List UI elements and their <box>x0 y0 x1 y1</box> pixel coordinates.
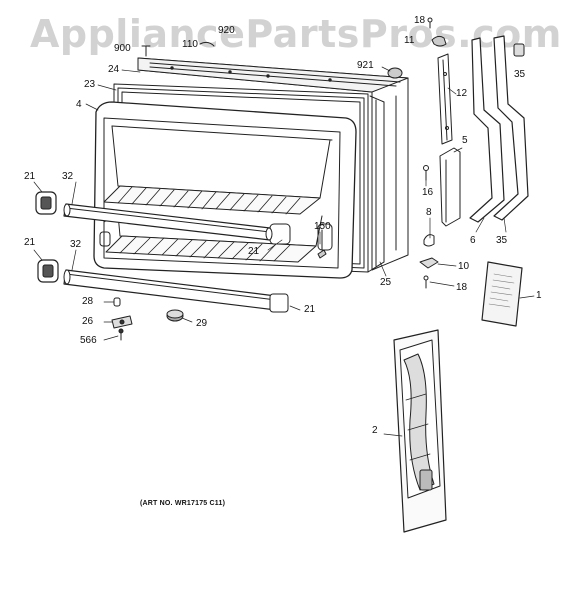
callout-1: 1 <box>536 290 542 301</box>
door-handle-35 <box>493 35 529 221</box>
callout-920: 920 <box>218 25 235 36</box>
owner-manual-1 <box>481 261 523 327</box>
door-liner <box>93 101 357 279</box>
callout-32-upper: 32 <box>62 171 74 182</box>
callout-24: 24 <box>108 64 120 75</box>
callout-32-lower: 32 <box>70 239 82 250</box>
callout-21-middle: 21 <box>248 246 260 257</box>
callout-16: 16 <box>422 187 434 198</box>
callout-29: 29 <box>196 318 208 329</box>
spacer-8 <box>423 234 435 247</box>
callout-21-lower-left: 21 <box>24 237 36 248</box>
handle-trim-assembly-2 <box>393 329 447 533</box>
hinge-clip-11 <box>427 17 447 47</box>
callout-6: 6 <box>470 235 476 246</box>
callout-23: 23 <box>84 79 96 90</box>
door-shelf-bar-upper <box>63 203 273 241</box>
callout-25: 25 <box>380 277 392 288</box>
callout-900: 900 <box>114 43 131 54</box>
callout-35-top: 35 <box>514 69 526 80</box>
callout-21-bottom: 21 <box>304 304 316 315</box>
callout-2: 2 <box>372 425 378 436</box>
callout-10: 10 <box>458 261 470 272</box>
shelf-end-cap-left-lower <box>37 259 59 283</box>
callout-8: 8 <box>426 207 432 218</box>
callout-5: 5 <box>462 135 468 146</box>
callout-110: 110 <box>182 39 198 50</box>
callout-18-top: 18 <box>414 15 426 26</box>
screw-18-lower <box>423 275 429 289</box>
door-handle-6 <box>469 37 505 223</box>
callout-921: 921 <box>357 60 374 71</box>
callout-28: 28 <box>82 296 94 307</box>
screw-16 <box>423 165 429 181</box>
top-hardware <box>141 41 215 57</box>
handle-bracket-12 <box>437 53 453 145</box>
shelf-end-cap-left-upper <box>35 191 57 215</box>
callout-35-lower: 35 <box>496 235 508 246</box>
callout-12: 12 <box>456 88 468 99</box>
callout-11: 11 <box>404 35 415 46</box>
art-number-caption: (ART NO. WR17175 C11) <box>140 500 226 507</box>
door-shelf-bar-lower <box>63 269 289 313</box>
handle-end-cap-35 <box>513 43 525 57</box>
callout-21-upper-left: 21 <box>24 171 36 182</box>
callout-4: 4 <box>76 99 82 110</box>
callout-566: 566 <box>80 335 97 346</box>
handle-bracket-5 <box>439 147 461 227</box>
small-hardware-parts <box>111 229 327 341</box>
plug-921 <box>387 67 403 79</box>
clip-10 <box>419 257 439 269</box>
leader-lines <box>33 66 535 437</box>
callout-26: 26 <box>82 316 94 327</box>
callout-150: 150 <box>314 221 331 232</box>
callout-18-lower: 18 <box>456 282 468 293</box>
